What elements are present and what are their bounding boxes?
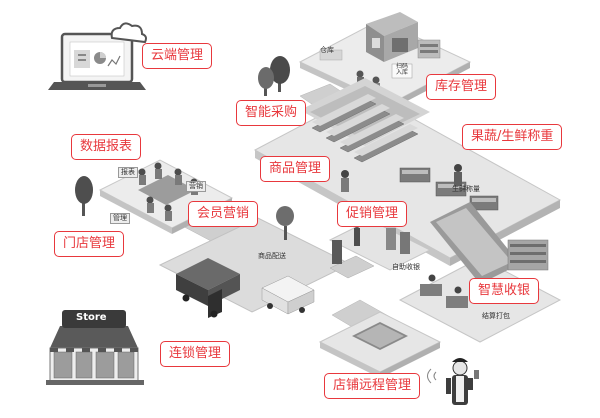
trees-purchasing [258,56,290,96]
warehouse-platform [298,12,472,110]
chain-management-tag: 连锁管理 [160,341,231,367]
self-checkout-label: 自助收银 [392,263,420,271]
store-management-tag: 门店管理 [54,231,125,257]
produce-weighing-tag: 果蔬/生鲜称重 [462,124,563,150]
store-sign: Store [76,312,107,323]
member-marketing-tag: 会员营销 [188,201,259,227]
smart-checkout-tag: 智慧收银 [469,278,540,304]
marketing-label: 营销 [186,181,206,192]
laptop-cloud-icon [48,22,147,90]
remote-platform [318,311,442,378]
product-management-tag: 商品管理 [260,156,331,182]
delivery-label: 商品配送 [258,252,286,260]
inventory-management-tag: 库存管理 [426,74,497,100]
fresh-weighing-label: 生鲜称量 [452,185,480,193]
report-label: 报表 [118,167,138,178]
cloud-management-tag: 云端管理 [142,43,213,69]
warehouse-label: 仓库 [320,46,334,54]
manager-figure [427,358,479,405]
checkout-packing-label: 结算打包 [482,312,510,320]
chain-store-building [46,310,144,385]
scan-in-label: 扫码 入库 [396,63,409,76]
remote-store-management-tag: 店铺远程管理 [324,373,421,399]
data-reports-tag: 数据报表 [71,134,142,160]
promotion-management-tag: 促销管理 [337,201,408,227]
management-label: 管理 [110,213,130,224]
promotion-platform [328,219,432,279]
delivery-area [158,206,352,318]
smart-purchasing-tag: 智能采购 [236,100,307,126]
